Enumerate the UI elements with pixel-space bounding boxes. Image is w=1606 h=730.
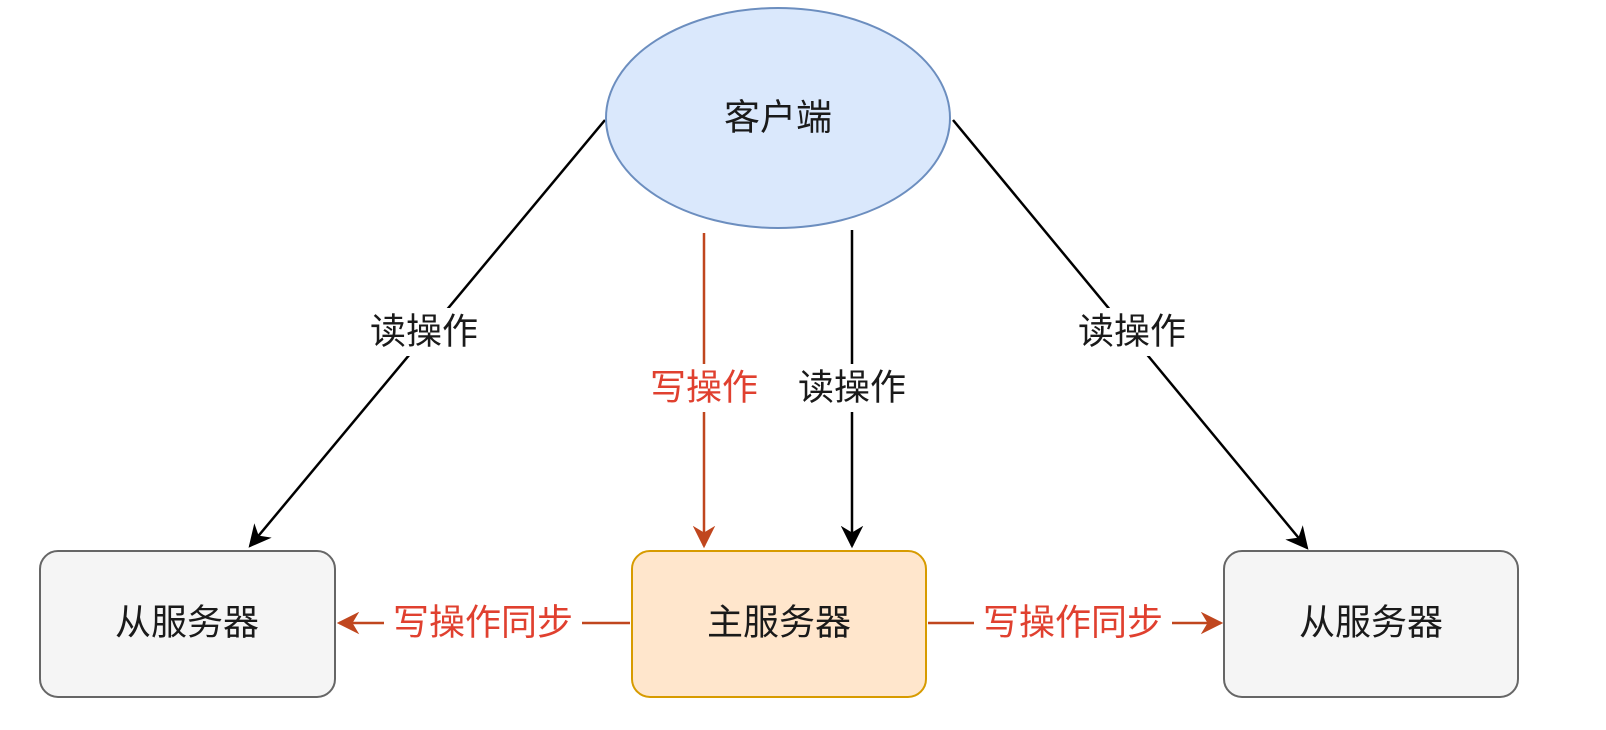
slave-right-label: 从服务器 <box>1299 603 1443 644</box>
read-right-label: 读操作 <box>1078 312 1186 353</box>
write-master-label: 写操作 <box>650 368 758 409</box>
slave-right-node <box>1223 550 1519 698</box>
client-label: 客户端 <box>724 98 832 139</box>
read-master-label: 读操作 <box>798 368 906 409</box>
master-label: 主服务器 <box>707 603 851 644</box>
sync-left-label: 写操作同步 <box>393 603 573 644</box>
sync-right-label: 写操作同步 <box>983 603 1163 644</box>
master-node <box>631 550 927 698</box>
slave-left-label: 从服务器 <box>115 603 259 644</box>
client-node <box>605 7 951 229</box>
read-left-label: 读操作 <box>370 312 478 353</box>
slave-left-node <box>39 550 336 698</box>
